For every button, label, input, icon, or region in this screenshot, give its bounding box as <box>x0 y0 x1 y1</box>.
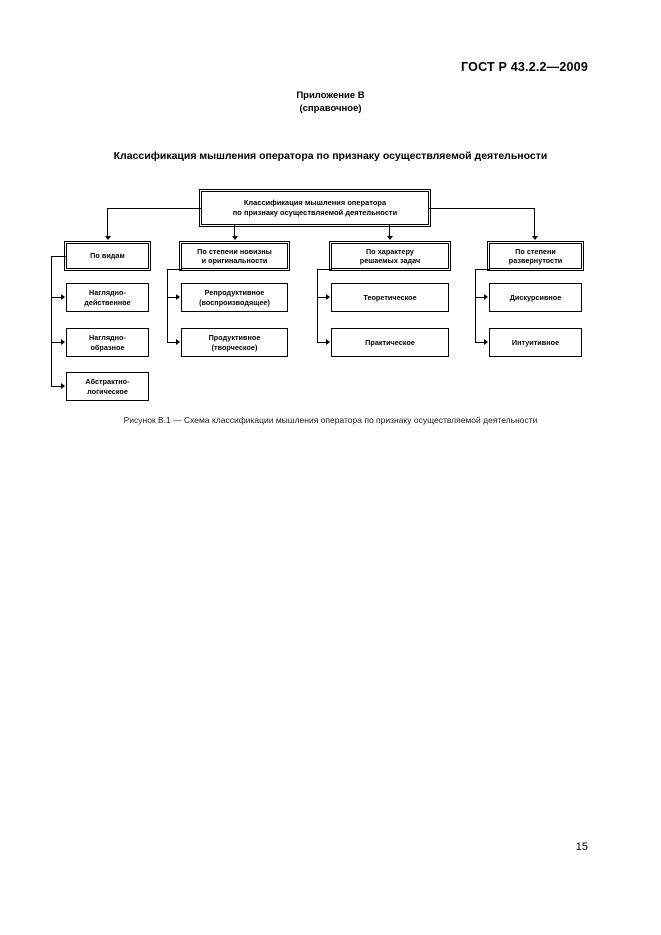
col3-child-2: Практическое <box>331 328 449 357</box>
arrow-into-col2-child2 <box>176 339 180 345</box>
bus-drop-col3 <box>389 225 391 237</box>
standard-header: ГОСТ Р 43.2.2—2009 <box>461 60 588 74</box>
col4-child2-line1: Интуитивное <box>511 337 560 347</box>
col1-spine-top <box>51 256 67 258</box>
col2-child1-line1: Репродуктивное <box>204 288 265 297</box>
classification-diagram: Классификация мышления оператора по приз… <box>0 0 661 420</box>
appendix-block: Приложение В (справочное) <box>0 89 661 115</box>
col1-header-line1: По видам <box>90 251 125 261</box>
col4-spine-top <box>475 269 490 271</box>
col2-header-node: По степени новизны и оригинальности <box>178 240 291 272</box>
arrow-into-col3-child1 <box>326 294 330 300</box>
col3-spine <box>317 269 319 343</box>
bus-drop-col4 <box>534 208 536 237</box>
bus-line-left <box>107 208 202 210</box>
col1-spine <box>51 256 53 387</box>
col1-child3-line1: Абстрактно- <box>85 377 130 386</box>
col1-child2-line2: образное <box>90 342 125 352</box>
page-number: 15 <box>575 841 588 853</box>
arrow-into-col1-child2 <box>61 339 65 345</box>
arrow-into-col1-child3 <box>61 383 65 389</box>
col4-branch-1 <box>475 297 486 299</box>
col3-child1-line1: Теоретическое <box>363 292 417 302</box>
col1-child2-line1: Наглядно- <box>89 333 126 342</box>
col2-branch-2 <box>167 342 178 344</box>
col2-child1-line2: (воспроизводящее) <box>199 297 270 307</box>
appendix-kind: (справочное) <box>299 103 362 114</box>
arrow-into-col3-child2 <box>326 339 330 345</box>
col2-spine <box>167 269 169 343</box>
col2-spine-top <box>167 269 182 271</box>
root-label-line2: по признаку осуществляемой деятельности <box>232 208 398 217</box>
col2-header-line2: и оригинальности <box>201 256 268 265</box>
col1-child-3: Абстрактно- логическое <box>66 372 149 401</box>
root-label-line1: Классификация мышления оператора <box>243 198 387 207</box>
col2-header-line1: По степени новизны <box>197 246 272 256</box>
arrow-into-col4-header <box>531 236 538 240</box>
col2-branch-1 <box>167 297 178 299</box>
col1-child-1: Наглядно- действенное <box>66 283 149 312</box>
bus-line-right <box>429 208 535 210</box>
arrow-into-col1-child1 <box>61 294 65 300</box>
appendix-label: Приложение В <box>296 90 365 101</box>
col2-child2-line2: (творческое) <box>211 342 258 352</box>
col1-header-node: По видам <box>63 240 152 272</box>
col2-child-1: Репродуктивное (воспроизводящее) <box>181 283 288 312</box>
col2-child2-line1: Продуктивное <box>208 333 261 342</box>
col1-child1-line1: Наглядно- <box>89 288 126 297</box>
col4-header-line1: По степени <box>515 246 556 256</box>
arrow-into-col1-header <box>104 236 111 240</box>
col3-branch-1 <box>317 297 328 299</box>
col3-branch-2 <box>317 342 328 344</box>
diagram-root-node: Классификация мышления оператора по приз… <box>198 188 432 228</box>
arrow-into-col2-header <box>231 236 238 240</box>
col4-child-1: Дискурсивное <box>489 283 582 312</box>
col4-spine <box>475 269 477 343</box>
arrow-into-col2-child1 <box>176 294 180 300</box>
col2-child-2: Продуктивное (творческое) <box>181 328 288 357</box>
bus-drop-col1 <box>107 208 109 237</box>
col1-child3-line2: логическое <box>87 386 128 396</box>
col3-header-node: По характеру решаемых задач <box>328 240 452 272</box>
arrow-into-col4-child2 <box>484 339 488 345</box>
section-title: Классификация мышления оператора по приз… <box>113 150 548 162</box>
figure-caption: Рисунок В.1 — Схема классификации мышлен… <box>123 415 538 425</box>
col4-header-node: По степени развернутости <box>486 240 585 272</box>
arrow-into-col3-header <box>386 236 393 240</box>
col4-child1-line1: Дискурсивное <box>509 292 562 302</box>
col3-child-1: Теоретическое <box>331 283 449 312</box>
col1-branch-2 <box>51 342 62 344</box>
col3-header-line2: решаемых задач <box>359 256 421 265</box>
col4-header-line2: развернутости <box>508 256 563 265</box>
col3-child2-line1: Практическое <box>365 337 415 347</box>
col1-child-2: Наглядно- образное <box>66 328 149 357</box>
col1-child1-line2: действенное <box>84 297 131 307</box>
col3-spine-top <box>317 269 332 271</box>
arrow-into-col4-child1 <box>484 294 488 300</box>
col4-child-2: Интуитивное <box>489 328 582 357</box>
bus-drop-col2 <box>234 225 236 237</box>
col3-header-line1: По характеру <box>366 246 414 256</box>
col1-branch-1 <box>51 297 62 299</box>
col4-branch-2 <box>475 342 486 344</box>
col1-branch-3 <box>51 386 62 388</box>
